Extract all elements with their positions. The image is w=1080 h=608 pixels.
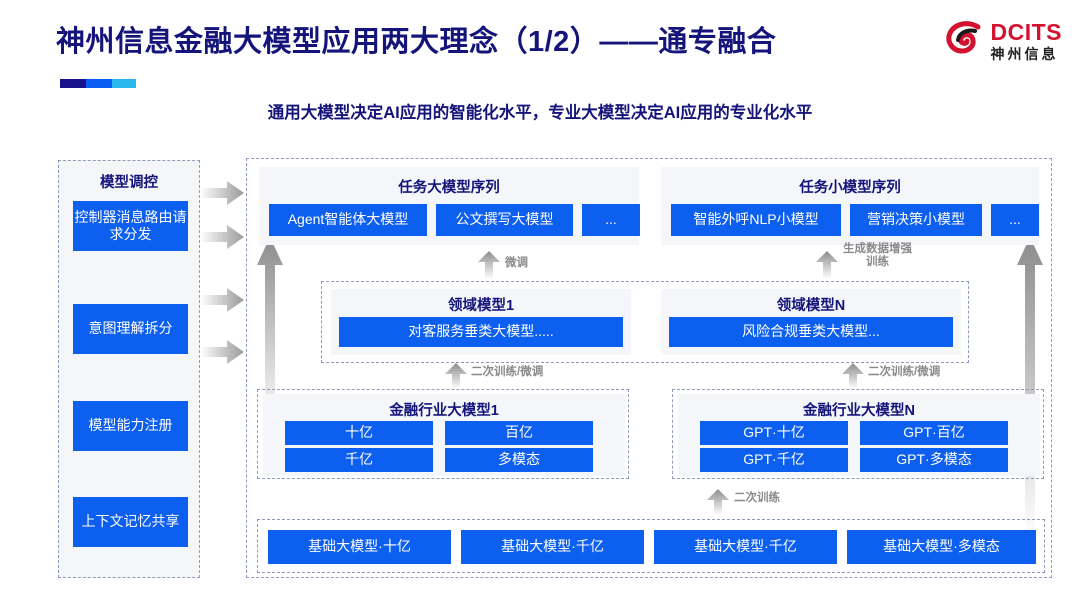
task-model-label: ... [1009,211,1021,228]
scale-label: GPT·百亿 [903,424,965,441]
scale-label: GPT·多模态 [896,451,972,468]
task-model-marketing-decision[interactable]: 营销决策小模型 [850,204,982,236]
sidebar-item-label: 意图理解拆分 [88,320,173,337]
domain-models-container: 领域模型1 对客服务垂类大模型..... 领域模型N 风险合规垂类大模型... [321,281,969,363]
task-large-model-sequence-panel: 任务大模型序列 Agent智能体大模型 公文撰写大模型 ... [259,167,640,245]
sidebar-item-intent-parsing[interactable]: 意图理解拆分 [73,304,188,354]
page-title: 神州信息金融大模型应用两大理念（1/2）——通专融合 [56,26,777,58]
domain-model-n-panel: 领域模型N 风险合规垂类大模型... [661,289,961,355]
flow-arrow-up-icon [842,363,864,389]
flow-arrow-right-icon [200,181,244,205]
title-accent-bar [60,79,136,88]
sidebar-item-context-memory[interactable]: 上下文记忆共享 [73,497,188,547]
flow-arrow-up-tall-icon [257,237,283,427]
task-model-document-writing[interactable]: 公文撰写大模型 [436,204,573,236]
domain-model-customer-service[interactable]: 对客服务垂类大模型..... [339,317,623,347]
industry-model-1-scale-1[interactable]: 十亿 [285,421,433,445]
base-model-3[interactable]: 基础大模型·千亿 [654,530,837,564]
accent-segment-1 [60,79,86,88]
arrow-label-data-augment: 生成数据增强 训练 [843,243,912,269]
sidebar-item-label: 上下文记忆共享 [81,513,180,530]
accent-segment-3 [112,79,136,88]
base-model-2[interactable]: 基础大模型·千亿 [461,530,644,564]
scale-label: 十亿 [345,424,373,441]
logo-en-text: DCITS [990,19,1062,45]
task-model-label: 公文撰写大模型 [455,211,554,228]
task-small-model-sequence-panel: 任务小模型序列 智能外呼NLP小模型 营销决策小模型 ... [661,167,1039,245]
task-model-label: 智能外呼NLP小模型 [693,211,819,228]
sequence-title: 任务小模型序列 [799,180,901,196]
base-model-label: 基础大模型·千亿 [694,538,797,555]
logo-cn-text: 神州信息 [990,46,1059,62]
domain-model-title: 领域模型1 [447,298,515,314]
flow-arrow-up-icon [478,251,500,279]
scale-label: GPT·十亿 [743,424,805,441]
industry-model-1-panel: 金融行业大模型1 十亿 百亿 千亿 多模态 [263,394,625,476]
task-model-agent[interactable]: Agent智能体大模型 [269,204,427,236]
page-subtitle: 通用大模型决定AI应用的智能化水平，专业大模型决定AI应用的专业化水平 [267,104,813,122]
task-model-label: 营销决策小模型 [867,211,965,228]
flow-arrow-up-tall-icon [1017,237,1043,537]
arrow-label-line1: 生成数据增强 [843,243,912,255]
sidebar-item-label: 模型能力注册 [88,417,173,434]
sequence-title: 任务大模型序列 [398,180,500,196]
industry-model-1-scale-3[interactable]: 千亿 [285,448,433,472]
industry-model-1-container: 金融行业大模型1 十亿 百亿 千亿 多模态 [257,389,629,479]
flow-arrow-right-icon [200,340,244,364]
domain-model-label: 对客服务垂类大模型..... [408,323,554,340]
industry-model-n-scale-3[interactable]: GPT·千亿 [700,448,848,472]
scale-label: 百亿 [505,424,533,441]
arrow-label-retrain-tune-left: 二次训练/微调 [471,366,544,378]
task-model-more[interactable]: ... [991,204,1039,236]
industry-model-1-scale-4[interactable]: 多模态 [445,448,593,472]
task-model-label: ... [605,211,617,228]
task-model-label: Agent智能体大模型 [287,211,409,228]
dcits-swirl-icon [945,21,980,54]
base-model-label: 基础大模型·千亿 [501,538,604,555]
arrow-label-retrain-tune-right: 二次训练/微调 [868,366,941,378]
company-logo: DCITS 神州信息 [945,20,1063,62]
scale-label: 多模态 [498,451,540,468]
task-model-more[interactable]: ... [582,204,640,236]
domain-model-title: 领域模型N [776,298,846,314]
sidebar-item-controller-routing[interactable]: 控制器消息路由请求分发 [73,201,188,251]
arrow-label-retrain: 二次训练 [734,492,780,504]
domain-model-risk-compliance[interactable]: 风险合规垂类大模型... [669,317,953,347]
task-model-nlp-outbound[interactable]: 智能外呼NLP小模型 [671,204,841,236]
industry-model-1-scale-2[interactable]: 百亿 [445,421,593,445]
flow-arrow-up-icon [707,489,729,515]
architecture-outer-container: 任务大模型序列 Agent智能体大模型 公文撰写大模型 ... 任务小模型序列 … [246,158,1052,578]
base-model-label: 基础大模型·十亿 [308,538,411,555]
flow-arrow-right-icon [200,225,244,249]
flow-arrow-up-icon [445,363,467,389]
scale-label: GPT·千亿 [743,451,805,468]
domain-model-label: 风险合规垂类大模型... [742,323,880,340]
base-model-label: 基础大模型·多模态 [883,538,1000,555]
scale-label: 千亿 [345,451,373,468]
base-model-4[interactable]: 基础大模型·多模态 [847,530,1036,564]
accent-segment-2 [86,79,112,88]
arrow-label-line2: 训练 [866,256,889,269]
industry-model-title: 金融行业大模型1 [389,403,499,419]
domain-model-1-panel: 领域模型1 对客服务垂类大模型..... [331,289,631,355]
flow-arrow-right-icon [200,288,244,312]
sidebar-model-control: 模型调控 控制器消息路由请求分发 意图理解拆分 模型能力注册 上下文记忆共享 [58,160,200,578]
logo-text: DCITS 神州信息 [990,19,1063,62]
industry-model-n-scale-2[interactable]: GPT·百亿 [860,421,1008,445]
industry-model-n-scale-4[interactable]: GPT·多模态 [860,448,1008,472]
industry-model-title: 金融行业大模型N [803,403,915,419]
base-models-container: 基础大模型·十亿 基础大模型·千亿 基础大模型·千亿 基础大模型·多模态 [257,519,1045,573]
flow-arrow-up-icon [816,251,838,279]
sidebar-item-label: 控制器消息路由请求分发 [74,208,187,243]
sidebar-title: 模型调控 [100,175,158,191]
base-model-1[interactable]: 基础大模型·十亿 [268,530,451,564]
sidebar-item-capability-register[interactable]: 模型能力注册 [73,401,188,451]
industry-model-n-scale-1[interactable]: GPT·十亿 [700,421,848,445]
industry-model-n-panel: 金融行业大模型N GPT·十亿 GPT·百亿 GPT·千亿 GPT·多模态 [678,394,1040,476]
arrow-label-fine-tune: 微调 [505,257,528,269]
industry-model-n-container: 金融行业大模型N GPT·十亿 GPT·百亿 GPT·千亿 GPT·多模态 [672,389,1044,479]
